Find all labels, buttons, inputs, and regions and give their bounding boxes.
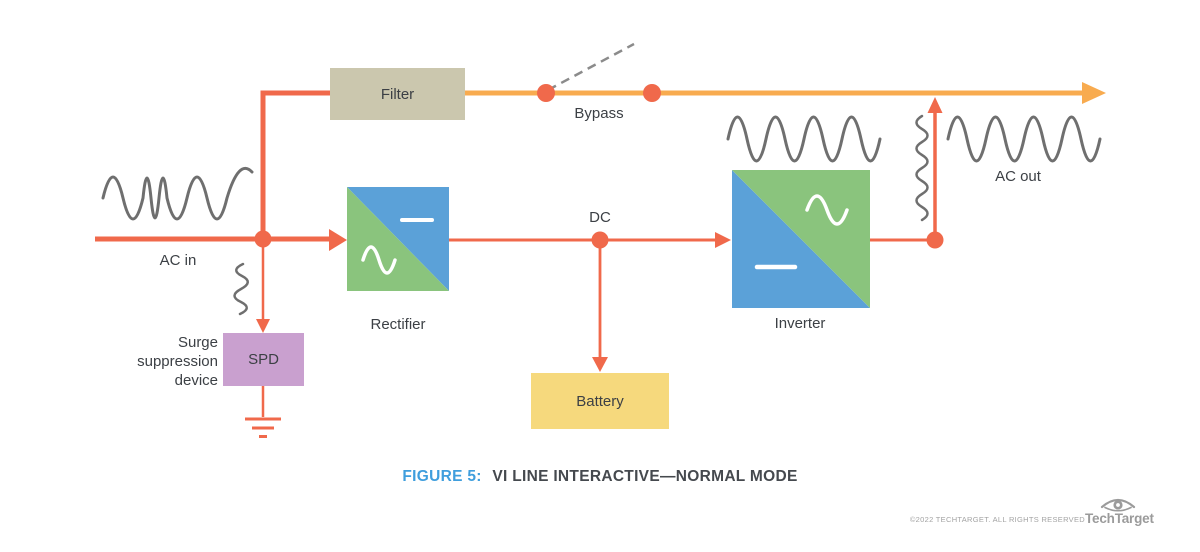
figure-caption: FIGURE 5: VI LINE INTERACTIVE—NORMAL MOD… xyxy=(0,468,1200,486)
figure-title: VI LINE INTERACTIVE—NORMAL MODE xyxy=(492,468,798,485)
dc-node xyxy=(591,231,609,249)
spd-arrow-icon xyxy=(256,319,270,333)
inverter-label: Inverter xyxy=(774,315,826,332)
ac-out-label: AC out xyxy=(995,168,1041,185)
filter-box: Filter xyxy=(330,68,465,120)
rectifier-box xyxy=(347,187,449,291)
battery-label: Battery xyxy=(576,392,624,410)
footer: ©2022 TECHTARGET. ALL RIGHTS RESERVED Te… xyxy=(900,494,1200,539)
battery-arrow-icon xyxy=(592,357,608,372)
output-node xyxy=(926,231,944,249)
ac-in-distorted-wave-icon xyxy=(101,166,254,221)
bypass-node-left xyxy=(537,84,555,102)
bypass-node-right xyxy=(643,84,661,102)
bypass-switch-dashed-line xyxy=(547,42,635,92)
ac-symbol-icon xyxy=(361,245,397,275)
ac-out-wave-icon xyxy=(946,115,1102,163)
battery-box: Battery xyxy=(531,373,669,429)
rectifier-ac-half xyxy=(347,187,449,291)
techtarget-eye-icon xyxy=(1100,498,1136,512)
inverter-wave-icon xyxy=(726,115,882,163)
inverter-input-arrow-icon xyxy=(715,232,731,248)
filter-feed-line xyxy=(260,90,340,241)
ac-symbol-icon xyxy=(805,194,849,226)
rectifier-label: Rectifier xyxy=(370,316,426,333)
ac-in-label: AC in xyxy=(159,252,197,269)
riser-arrow-icon xyxy=(927,97,943,113)
rectifier-input-arrow-icon xyxy=(329,229,347,251)
riser-squiggle-icon xyxy=(915,114,929,222)
figure-number: FIGURE 5: xyxy=(402,468,482,485)
inverter-ac-half xyxy=(732,170,870,308)
bypass-label: Bypass xyxy=(574,105,624,122)
surge-squiggle-icon xyxy=(233,262,249,316)
spd-label: SPD xyxy=(248,351,279,368)
dc-label: DC xyxy=(589,209,611,226)
techtarget-logo: TechTarget xyxy=(1085,511,1154,526)
filter-label: Filter xyxy=(380,85,415,103)
surge-suppression-label: Surge suppression device xyxy=(137,334,218,389)
spd-box: SPD xyxy=(223,333,304,386)
ground-icon xyxy=(245,386,281,438)
junction-node xyxy=(254,230,272,248)
copyright-text: ©2022 TECHTARGET. ALL RIGHTS RESERVED xyxy=(909,515,1085,524)
bypass-arrow-icon xyxy=(1082,82,1106,104)
inverter-box xyxy=(732,170,870,308)
